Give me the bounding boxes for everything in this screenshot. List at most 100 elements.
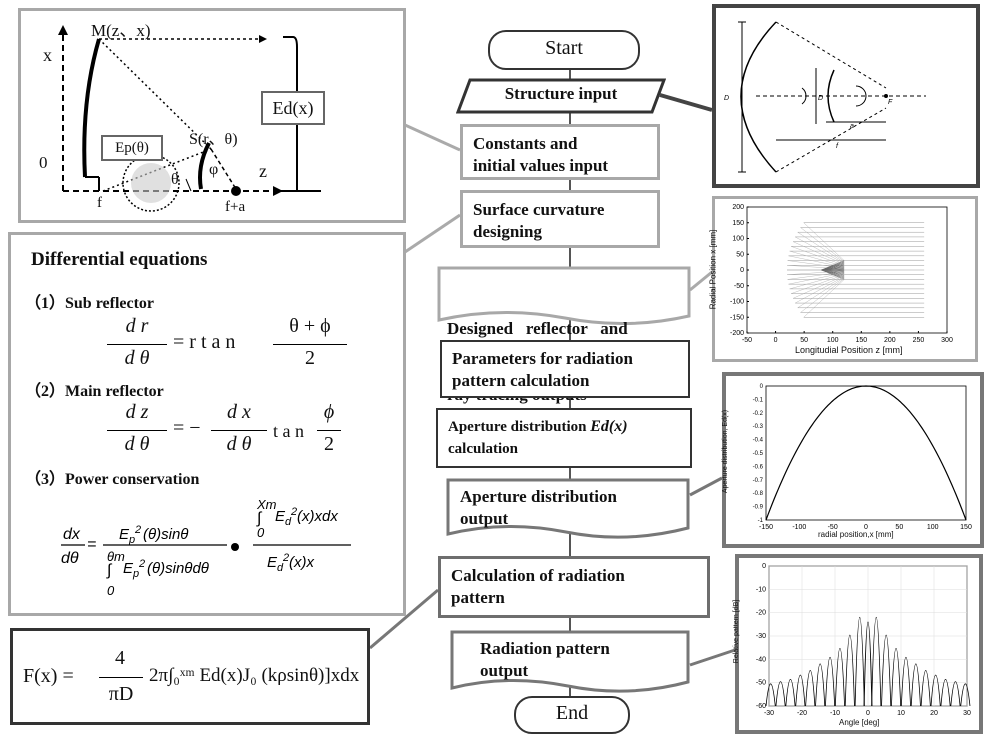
ap-xtick-label: -150 xyxy=(759,524,773,531)
a-label: a xyxy=(850,123,854,130)
rp-sidelobe xyxy=(950,681,961,707)
ds-label: D xyxy=(818,95,823,102)
eq1-num: θ + ϕ xyxy=(289,315,331,337)
rp-sidelobe xyxy=(940,679,951,707)
svg-text:p: p xyxy=(128,534,135,546)
svg-text:0: 0 xyxy=(107,583,115,598)
eq2-num2: d x xyxy=(227,401,251,423)
ap-ytick-label: -0.7 xyxy=(753,478,764,484)
eq2-den2: d θ xyxy=(226,433,252,455)
pattern-output-box: Radiation pattern output xyxy=(450,630,690,696)
eq2-bar2 xyxy=(211,430,267,431)
rp-sidelobe xyxy=(815,663,826,707)
ray-ytick-label: 150 xyxy=(732,220,744,227)
svg-text:2: 2 xyxy=(282,552,289,564)
eq2-tan: t a n xyxy=(273,421,304,441)
ray-line xyxy=(789,250,845,267)
ray-line xyxy=(795,276,845,304)
rp-xtick-label: -20 xyxy=(797,710,807,717)
rp-sidelobe xyxy=(825,656,836,707)
eq1-den: 2 xyxy=(305,347,315,369)
phi-label: φ xyxy=(209,161,219,178)
geometry-diagram: M(z、x) x 0 z S(r、θ) θ φ f f+a Ep(θ) Ed(x… xyxy=(18,8,406,223)
ray-ytick-label: -50 xyxy=(734,283,744,290)
svg-text:(θ)sinθdθ: (θ)sinθdθ xyxy=(147,560,209,577)
svg-text:(θ)sinθ: (θ)sinθ xyxy=(143,526,188,543)
rp-sidelobe xyxy=(765,683,776,707)
svg-text:2: 2 xyxy=(290,506,297,518)
pattern-formula-box: F(x) = 4 πD 2π∫₀ˣᵐ Ed(x)J₀ (kρsinθ)]xdx xyxy=(10,628,370,725)
aperture-calc-line2: calculation xyxy=(448,441,518,457)
svg-text:2: 2 xyxy=(138,558,145,570)
rp-sidelobe xyxy=(891,648,902,707)
formula-lhs: F(x) = xyxy=(23,665,74,687)
surface-box: Surface curvature designing xyxy=(460,190,660,248)
axis-z-label: z xyxy=(259,161,267,181)
formula-rest: 2π∫₀ˣᵐ Ed(x)J₀ (kρsinθ)]xdx xyxy=(149,665,360,686)
eq2-bar3 xyxy=(317,430,341,431)
rp-ytick-label: -40 xyxy=(756,656,766,663)
start-label: Start xyxy=(545,37,583,59)
surface-line1: Surface curvature xyxy=(473,200,605,219)
formula-bar xyxy=(99,677,143,678)
eq1-lhs-bar xyxy=(107,344,167,345)
rp-xtick-label: -30 xyxy=(764,710,774,717)
constants-line1: Constants and xyxy=(473,134,578,153)
aperture-output-line2: output xyxy=(460,509,509,528)
rp-sidelobe xyxy=(881,634,892,707)
ray-line xyxy=(803,222,845,261)
rp-sidelobe xyxy=(920,670,931,707)
ray-xtick-label: -50 xyxy=(742,337,752,344)
rp-sidelobe xyxy=(854,616,865,707)
ray-xtick-label: 250 xyxy=(913,337,925,344)
svg-text:=: = xyxy=(87,536,96,553)
structure-diagram: D D a f F xyxy=(712,4,980,188)
ray-ytick-label: 0 xyxy=(740,267,744,274)
rp-xtick-label: 20 xyxy=(930,710,938,717)
calc-pattern-line2: pattern xyxy=(451,588,505,607)
ap-ytick-label: -0.5 xyxy=(753,451,764,457)
aperture-output-line1: Aperture distribution xyxy=(460,487,617,506)
svg-text:E: E xyxy=(267,554,278,571)
formula-den: πD xyxy=(108,683,134,705)
eq-item-power: （3）Power conservation xyxy=(25,471,200,488)
eq2-lhs-den: d θ xyxy=(124,433,150,455)
parameters-box: Parameters for radiation pattern calcula… xyxy=(440,340,690,398)
ray-ytick-label: -100 xyxy=(730,299,744,306)
svg-text:E: E xyxy=(119,526,130,543)
eq-item-sub: （1）Sub reflector xyxy=(25,295,155,312)
ap-xtick-label: -100 xyxy=(792,524,806,531)
svg-text:d: d xyxy=(285,516,292,528)
ray-line xyxy=(795,236,845,264)
origin-label: 0 xyxy=(39,153,48,172)
structure-input-label: Structure input xyxy=(504,84,618,103)
svg-text:(x)xdx: (x)xdx xyxy=(297,508,338,525)
eq2-lhs-bar xyxy=(107,430,167,431)
svg-text:Xm: Xm xyxy=(256,497,277,512)
ap-ytick-label: -0.1 xyxy=(753,397,764,403)
rp-sidelobe xyxy=(960,683,971,707)
f-label: f xyxy=(97,195,102,211)
ep-label: Ep(θ) xyxy=(115,140,149,156)
eq2-den3: 2 xyxy=(324,433,334,455)
ap-ytick-label: -0.2 xyxy=(753,411,764,417)
eq-item-main: （2）Main reflector xyxy=(25,383,164,400)
ap-ylabel: Aperture distribution, Ed(x) xyxy=(722,409,730,494)
eq2-mid: = − xyxy=(173,417,201,439)
ray-line xyxy=(792,241,845,265)
svg-text:(x)x: (x)x xyxy=(289,554,314,571)
constants-box: Constants and initial values input xyxy=(460,124,660,180)
aperture-calc-var: Ed(x) xyxy=(590,418,628,435)
rp-main-lobe xyxy=(863,621,873,707)
svg-text:d: d xyxy=(277,562,284,574)
rp-ytick-label: -10 xyxy=(756,586,766,593)
rp-sidelobe xyxy=(900,656,911,707)
fa-label: f+a xyxy=(225,199,246,215)
rp-ytick-label: -20 xyxy=(756,610,766,617)
surface-line2: designing xyxy=(473,222,542,241)
ray-ytick-label: -150 xyxy=(730,314,744,321)
ap-ytick-label: -0.9 xyxy=(753,505,764,511)
eq1-lhs-num: d r xyxy=(125,315,149,337)
ap-xtick-label: 50 xyxy=(895,524,903,531)
